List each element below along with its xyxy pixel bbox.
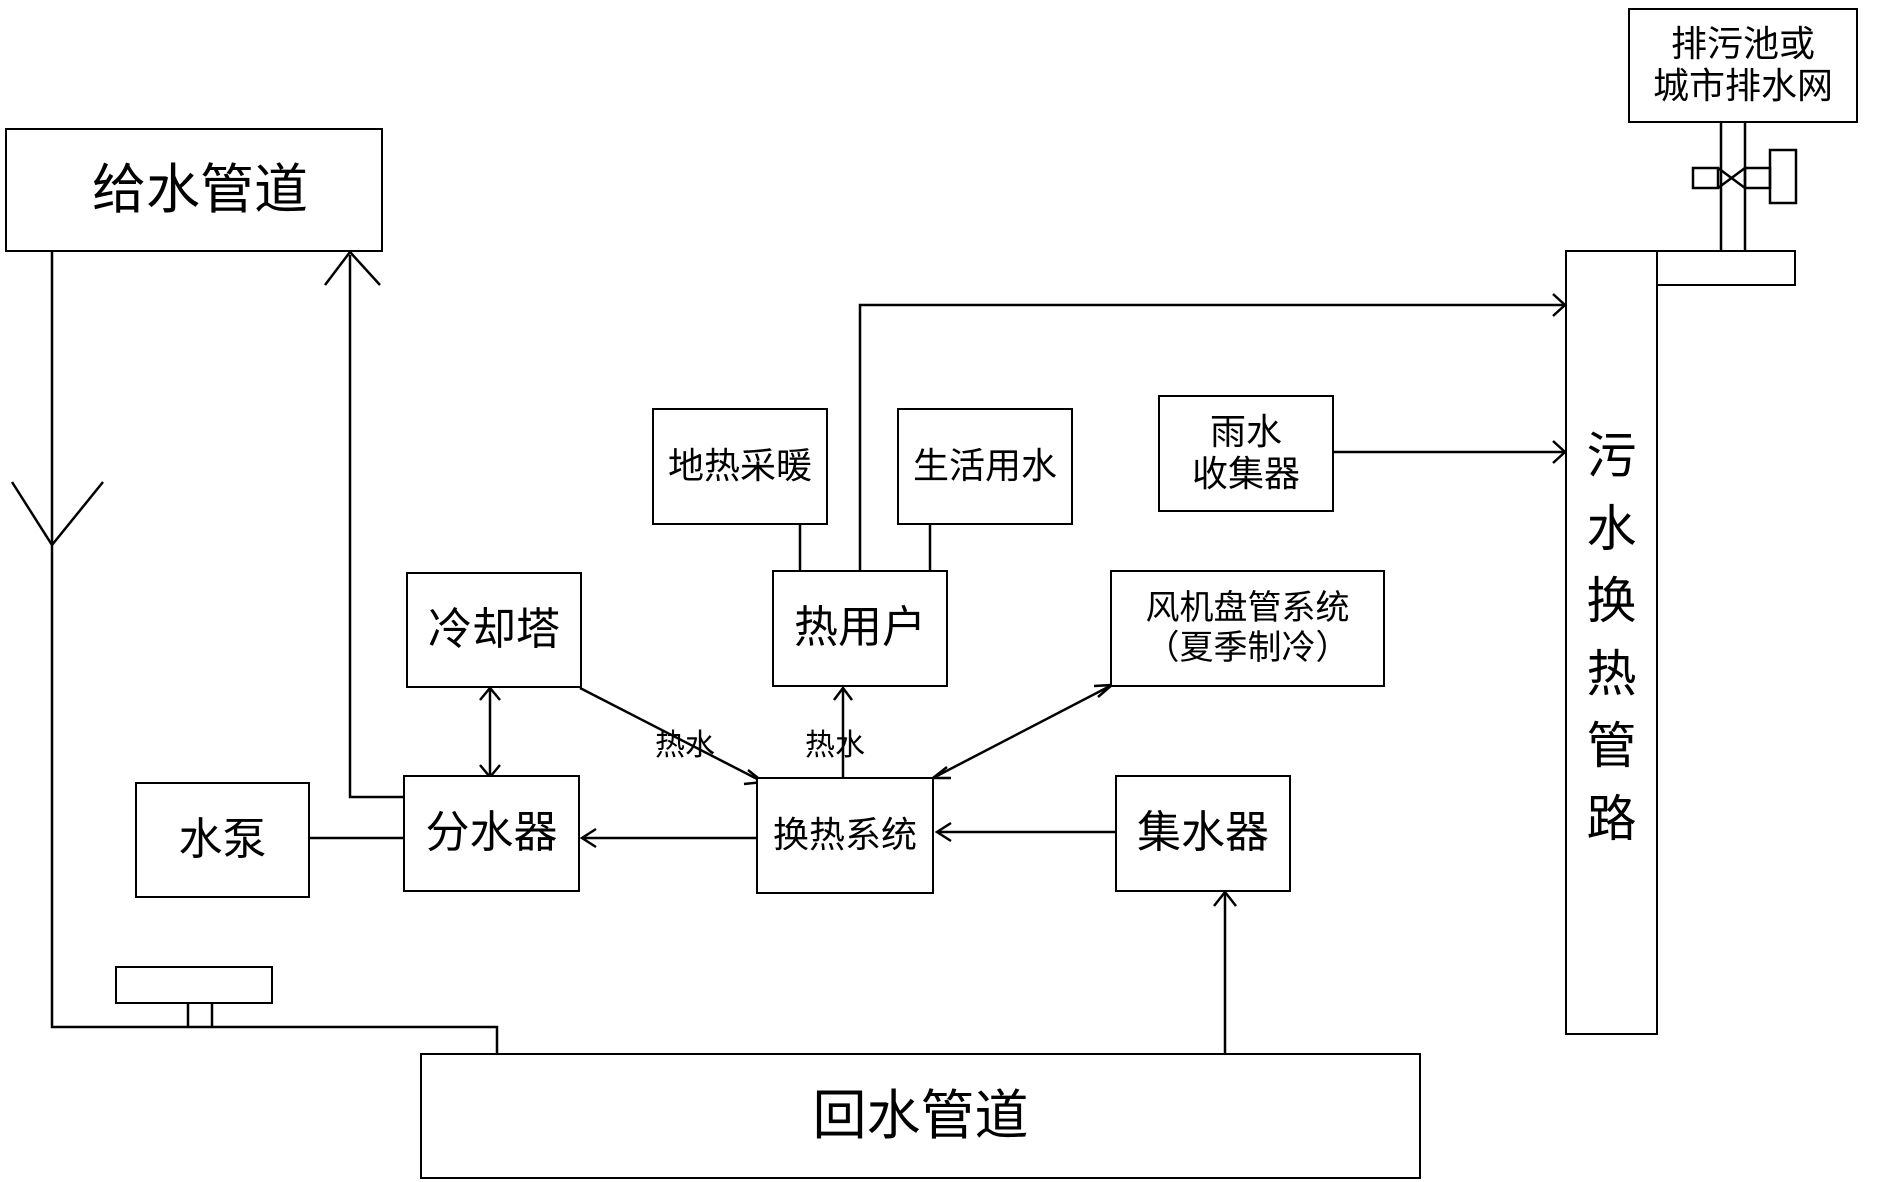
valve-cross-b [1717,166,1746,190]
valve-actuator [1768,148,1798,205]
rain-collector-box: 雨水 收集器 [1158,395,1334,512]
water-pump-box: 水泵 [135,782,310,898]
collector-exchange-arrowhead [934,821,952,843]
sewage-pipe-char: 水 [1586,499,1637,558]
domestic-water-box: 生活用水 [897,408,1073,525]
hot-water-label: 热水 [805,728,865,763]
distributor-to-supply-arrowhead [324,250,381,286]
bottom-left-valve-cap [115,966,273,1004]
valve-body [1691,166,1720,190]
heat-user-box: 热用户 [772,570,948,687]
heat-exchange-system-box: 换热系统 [756,777,934,894]
fan-coil-box: 风机盘管系统 （夏季制冷） [1110,570,1385,687]
exchange-distributor-arrowhead [579,827,597,849]
supply-down-line [50,252,499,1055]
supply-pipe-box: 给水管道 [5,128,383,252]
user-sewage-line [858,303,1565,570]
valve-actuator-stem [1743,166,1772,190]
floor-heating-box: 地热采暖 [652,408,828,525]
sewage-pipe-char: 管 [1586,717,1637,775]
cooling-exchange-line [579,686,764,784]
cooling-distributor-arrowhead-top [479,686,501,701]
hot-water-label: 热水 [655,728,715,763]
supply-down-arrowhead [10,481,104,548]
return-collector-arrowhead [1213,889,1237,907]
sewage-pipe-char: 换 [1586,572,1637,630]
exchange-user-arrowhead [833,685,853,701]
sewage-pipe-char: 路 [1586,789,1637,848]
drain-pool-box: 排污池或 城市排水网 [1628,8,1858,123]
sewage-heat-exchange-pipe-box: 污 水 换 热 管 路 [1565,250,1658,1035]
distributor-to-supply-line [348,255,404,799]
sewage-pipe-char: 热 [1586,644,1637,703]
exchange-fancoil-line [932,683,1113,780]
cooling-tower-box: 冷却塔 [406,572,582,688]
collector-box: 集水器 [1115,775,1291,892]
return-pipe-box: 回水管道 [420,1053,1421,1179]
distributor-box: 分水器 [403,775,580,892]
sewage-pipe-cap [1656,250,1796,286]
sewage-pipe-char: 污 [1586,427,1637,485]
